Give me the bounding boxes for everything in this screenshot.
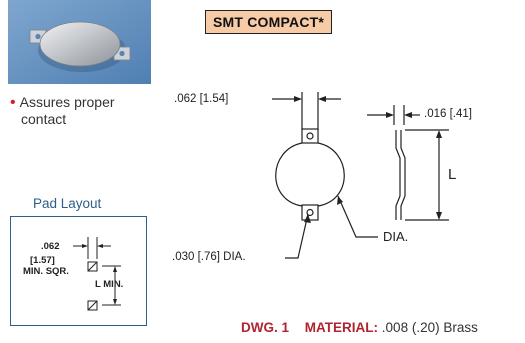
bullet-dot: • bbox=[10, 94, 16, 111]
product-photo bbox=[8, 0, 151, 84]
pad-length: L MIN. bbox=[95, 279, 124, 290]
material-value: .008 (.20) Brass bbox=[381, 320, 478, 335]
drawing-number: DWG. 1 bbox=[241, 320, 290, 335]
pad-layout-box: .062 [1.57] MIN. SQR. L MIN. bbox=[10, 216, 147, 326]
pad-layout-title: Pad Layout bbox=[33, 196, 102, 211]
thickness-label: .016 [.41] bbox=[424, 108, 472, 120]
body-dia-label: DIA. bbox=[383, 229, 409, 244]
pad-width-in: .062 bbox=[41, 241, 60, 252]
feature-bullet: •Assures proper contact bbox=[10, 94, 115, 128]
bullet-line-2: contact bbox=[21, 111, 67, 127]
length-label: L bbox=[448, 166, 457, 183]
footer-note: DWG. 1 MATERIAL: .008 (.20) Brass bbox=[241, 320, 478, 335]
product-title: SMT COMPACT* bbox=[205, 10, 333, 34]
pad-layout-drawing bbox=[73, 237, 121, 311]
tab-width-label: .062 [1.54] bbox=[174, 93, 229, 105]
pad-note: MIN. SQR. bbox=[23, 266, 69, 277]
material-label: MATERIAL: bbox=[304, 320, 379, 335]
pad-width-mm: [1.57] bbox=[30, 255, 55, 266]
bullet-line-1: Assures proper bbox=[19, 94, 115, 110]
hole-dia-label: .030 [.76] DIA. bbox=[172, 251, 246, 263]
